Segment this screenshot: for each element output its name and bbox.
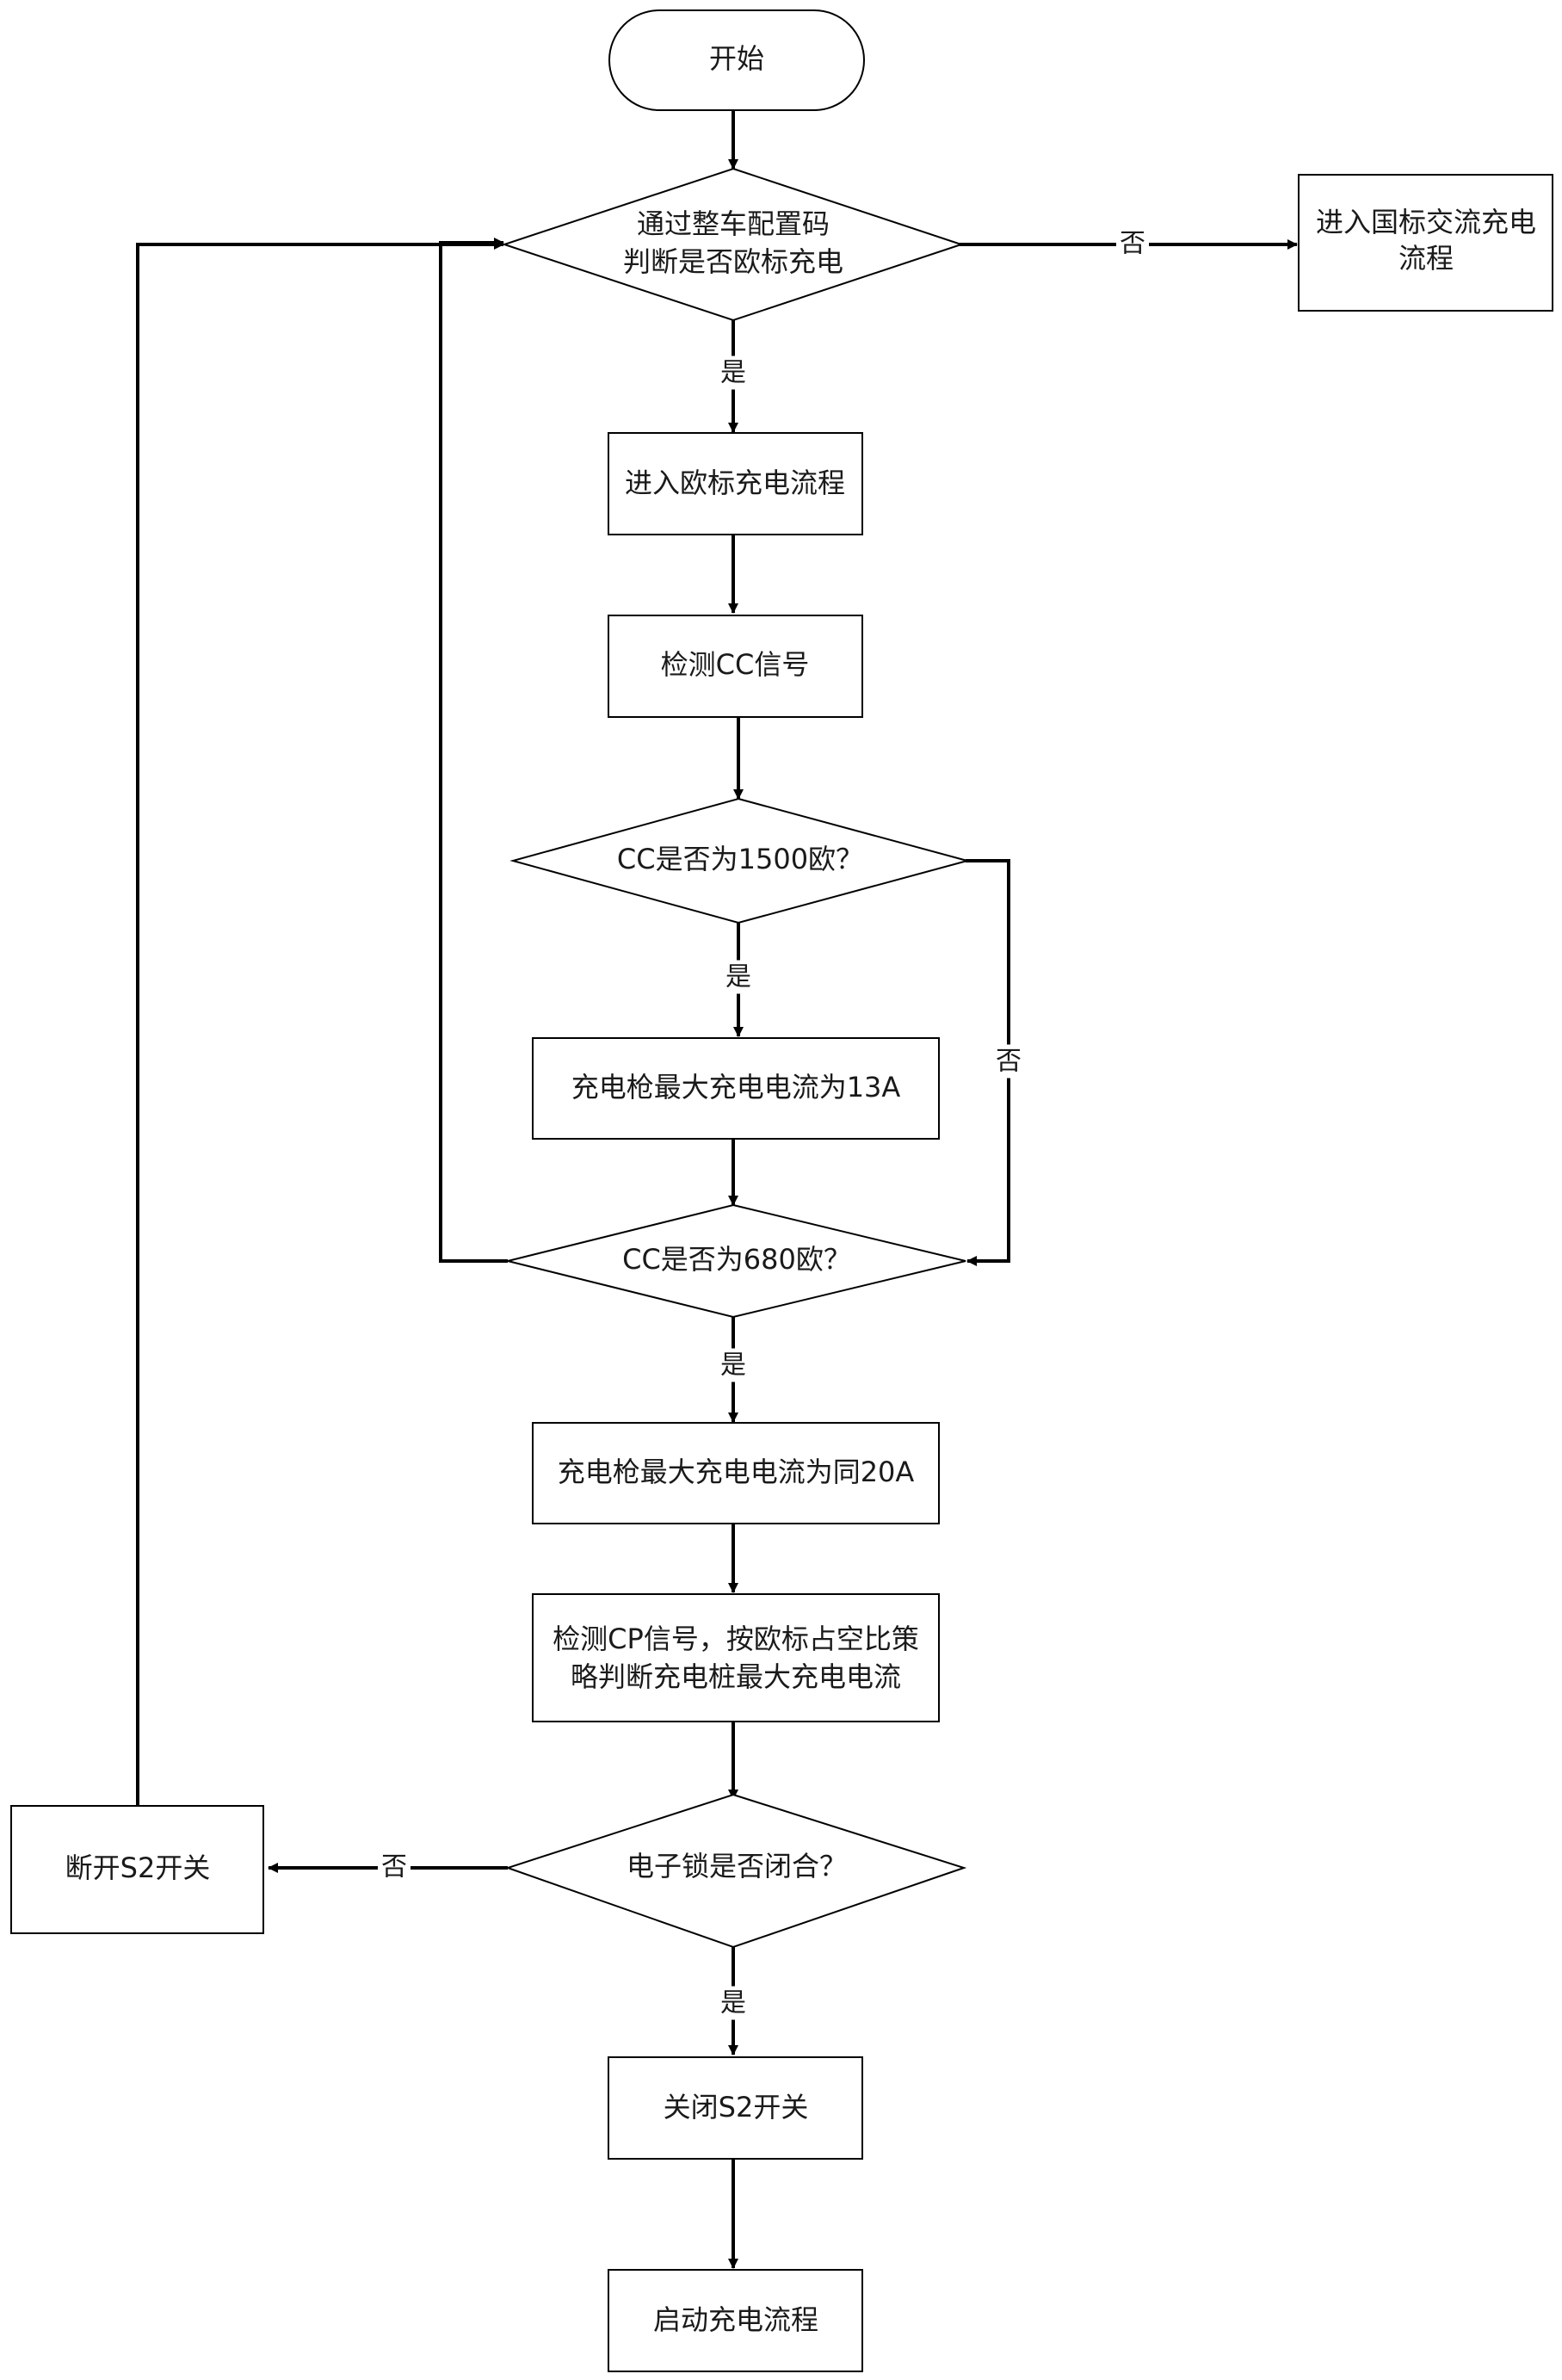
edge-open-s2-loop-to-eu-check (136, 239, 504, 1806)
eu-check-line1: 通过整车配置码 (637, 207, 830, 240)
process-start-charge (608, 2269, 863, 2372)
cc-680-label: CC是否为680欧？ (622, 1243, 851, 1276)
edge-label-backdrop (717, 355, 750, 390)
process-open-s2 (10, 1805, 264, 1934)
gb-ac-line1: 进入国标交流充电 (1316, 206, 1536, 238)
cp-line1: 检测CP信号，按欧标占空比策 (553, 1623, 919, 1655)
edge-cc680-loop-to-eu-check (439, 238, 508, 1263)
decision-eu-config (501, 167, 965, 322)
edge-label-backdrop (722, 960, 755, 994)
lock-closed-label: 电子锁是否闭合？ (627, 1850, 847, 1882)
decision-cc-1500 (509, 797, 971, 924)
cp-line2: 略判断充电桩最大充电电流 (571, 1660, 901, 1693)
start-charge-label: 启动充电流程 (653, 2303, 818, 2336)
edge-label-yes-lock: 是 (720, 1988, 746, 2018)
detect-cc-label: 检测CC信号 (661, 648, 810, 681)
edge-label-no-1500: 否 (996, 1047, 1022, 1077)
max-13a-label: 充电枪最大充电电流为13A (571, 1071, 901, 1103)
process-close-s2 (608, 2056, 863, 2160)
edge-label-backdrop (992, 1044, 1025, 1079)
edge-label-backdrop (717, 1986, 750, 2020)
start-terminator (608, 9, 865, 111)
decision-lock-closed (504, 1793, 967, 1949)
edge-label-yes-eu: 是 (720, 358, 746, 388)
process-gb-ac-flow (1298, 174, 1553, 312)
process-max-20a (532, 1422, 940, 1524)
cc-1500-label: CC是否为1500欧？ (617, 843, 863, 875)
edge-label-yes-680: 是 (720, 1351, 746, 1381)
edge-label-no-gb: 否 (1120, 229, 1145, 259)
edge-label-backdrop (717, 1348, 750, 1382)
process-max-13a (532, 1037, 940, 1140)
edge-label-backdrop (1116, 226, 1149, 261)
open-s2-label: 断开S2开关 (65, 1851, 211, 1884)
decision-cc-680 (507, 1203, 966, 1319)
max-20a-label: 充电枪最大充电电流为同20A (558, 1456, 915, 1488)
process-eu-flow (608, 432, 863, 535)
edge-label-yes-1500: 是 (725, 962, 751, 992)
edge-label-no-lock: 否 (381, 1852, 407, 1882)
start-label: 开始 (709, 42, 764, 75)
eu-flow-label: 进入欧标充电流程 (625, 467, 845, 499)
eu-check-line2: 判断是否欧标充电 (623, 245, 843, 278)
close-s2-label: 关闭S2开关 (664, 2091, 809, 2123)
edge-label-backdrop (378, 1850, 411, 1884)
process-detect-cc (608, 615, 863, 718)
process-cp-detect (532, 1593, 940, 1722)
gb-ac-line2: 流程 (1398, 242, 1454, 275)
